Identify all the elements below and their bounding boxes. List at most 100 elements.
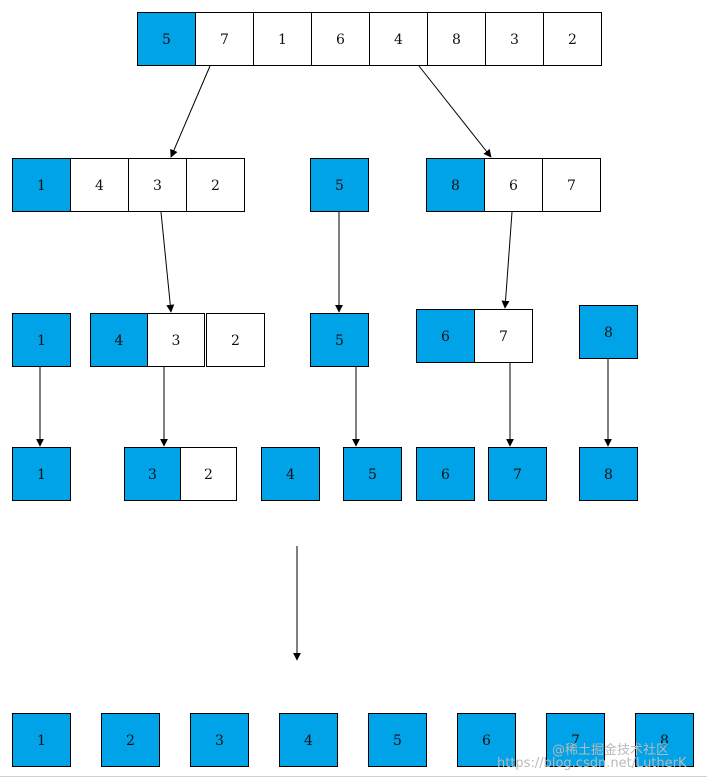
pivot-cell (12, 447, 71, 501)
cell-value: 8 (604, 467, 613, 483)
cell-value: 1 (37, 178, 46, 194)
cell-value: 3 (510, 32, 519, 48)
value-cell (427, 12, 486, 66)
cell-group-g4b: 2 (101, 713, 160, 767)
cell-value: 7 (571, 733, 580, 749)
cell-group-g1b: 5 (310, 158, 369, 212)
cell-value: 8 (451, 178, 460, 194)
pivot-cell (12, 313, 71, 367)
cell-value: 6 (509, 178, 518, 194)
watermark-line-1: @稀土掘金技术社区 (552, 743, 670, 758)
pivot-cell (137, 12, 196, 66)
cell-value: 5 (162, 32, 171, 48)
cell-value: 2 (204, 467, 213, 483)
value-cell (369, 12, 428, 66)
pivot-cell (279, 713, 338, 767)
pivot-cell (488, 447, 547, 501)
arrow-g0-to-g1a (170, 65, 211, 158)
pivot-cell (310, 158, 369, 212)
pivot-cell (124, 447, 181, 501)
cell-value: 1 (37, 733, 46, 749)
pivot-cell (101, 713, 160, 767)
cell-group-g4e: 5 (368, 713, 427, 767)
pivot-cell (90, 313, 148, 367)
cell-group-g4a: 1 (12, 713, 71, 767)
cell-value: 2 (126, 733, 135, 749)
pivot-cell (635, 713, 694, 767)
cell-group-g4d: 4 (279, 713, 338, 767)
value-cell (206, 313, 265, 367)
cell-group-g1c: 8 6 7 (426, 158, 601, 212)
pivot-cell (457, 713, 516, 767)
cell-group-g3d: 5 (343, 447, 402, 501)
cell-value: 5 (335, 333, 344, 349)
cell-group-g4h: 8 (635, 713, 694, 767)
value-cell (180, 447, 237, 501)
pivot-cell (12, 713, 71, 767)
cell-value: 2 (231, 333, 240, 349)
cell-value: 2 (211, 178, 220, 194)
cell-group-g4f: 6 (457, 713, 516, 767)
cell-group-g4g: 7 (546, 713, 605, 767)
value-cell (311, 12, 370, 66)
value-cell (128, 158, 187, 212)
value-cell (485, 12, 544, 66)
pivot-cell (190, 713, 249, 767)
cell-value: 4 (286, 467, 295, 483)
cell-value: 5 (368, 467, 377, 483)
bottom-divider (0, 776, 707, 777)
cell-value: 7 (567, 178, 576, 194)
pivot-cell (368, 713, 427, 767)
pivot-cell (343, 447, 402, 501)
cell-value: 6 (441, 467, 450, 483)
cell-value: 6 (482, 733, 491, 749)
cell-value: 3 (215, 733, 224, 749)
pivot-cell (579, 447, 638, 501)
cell-value: 8 (452, 32, 461, 48)
value-cell (70, 158, 129, 212)
value-cell (484, 158, 543, 212)
pivot-cell (310, 313, 369, 367)
row-4: 1 2 3 4 5 6 7 8 (12, 713, 694, 767)
value-cell (186, 158, 245, 212)
cell-value: 1 (278, 32, 287, 48)
cell-group-g2c: 2 (206, 313, 265, 367)
pivot-cell (12, 158, 71, 212)
value-cell (543, 12, 602, 66)
cell-value: 4 (304, 733, 313, 749)
cell-group-g4c: 3 (190, 713, 249, 767)
cell-value: 1 (37, 333, 46, 349)
cell-value: 4 (115, 333, 124, 349)
pivot-cell (416, 447, 475, 501)
pivot-cell (261, 447, 320, 501)
cell-value: 8 (660, 733, 669, 749)
pivot-cell (546, 713, 605, 767)
cell-value: 6 (441, 329, 450, 345)
cell-group-g3a: 1 (12, 447, 71, 501)
pivot-cell (416, 309, 475, 363)
cell-value: 3 (153, 178, 162, 194)
cell-group-g2d: 5 (310, 313, 369, 367)
cell-group-g3f: 7 (488, 447, 547, 501)
arrow-g1a-to-g2b (160, 211, 175, 313)
arrows-layer (36, 65, 612, 661)
cell-value: 2 (568, 32, 577, 48)
value-cell (147, 313, 205, 367)
cell-group-g1a: 1 4 3 2 (12, 158, 245, 212)
cell-group-g2f: 8 (579, 305, 638, 359)
arrow-g1c-to-g2e (501, 211, 513, 309)
cell-value: 7 (513, 467, 522, 483)
arrow-g0-to-g1c (418, 65, 492, 158)
cell-value: 4 (95, 178, 104, 194)
value-cell (195, 12, 254, 66)
pivot-cell (426, 158, 485, 212)
cell-value: 5 (393, 733, 402, 749)
